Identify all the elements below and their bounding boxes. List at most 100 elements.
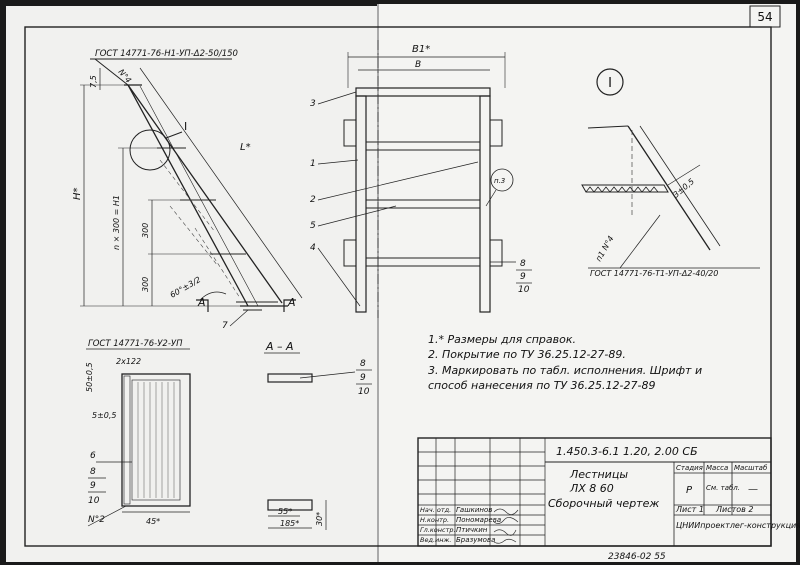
title-role-4: Вед.инж. xyxy=(420,536,451,544)
front-stack-9: 9 xyxy=(520,272,526,282)
detail-leader xyxy=(165,131,183,139)
section-stack-leader xyxy=(299,371,356,379)
detail-gost-arrow xyxy=(619,214,661,269)
title-name-3: Сборочный чертеж xyxy=(548,497,659,510)
side-stringer-inner xyxy=(139,85,259,307)
note-p3-bubble xyxy=(490,168,514,192)
title-person-2: Пономарева xyxy=(456,516,501,524)
paper-left xyxy=(6,6,378,562)
title-block-frame xyxy=(417,437,772,547)
dim-B1-label: B1* xyxy=(412,44,430,55)
pos4-leader xyxy=(317,247,361,307)
title-doc-code: 1.450.3-6.1 1.20, 2.00 СБ xyxy=(556,445,698,458)
section-profile-bottom xyxy=(267,499,313,511)
pos1-leader xyxy=(317,159,359,165)
drawing-frame xyxy=(24,26,772,547)
title-block: 1.450.3-6.1 1.20, 2.00 СБ Стадия Масса М… xyxy=(417,437,800,547)
note-1: 1.* Размеры для справок. xyxy=(428,333,576,346)
plan-inner xyxy=(131,379,181,501)
title-person-1: Гашкинов xyxy=(456,506,492,514)
front-bracket-bl xyxy=(343,239,357,267)
title-col-stage: Стадия xyxy=(676,464,703,472)
section-stack-9: 9 xyxy=(360,373,366,383)
dim-H-label: H* xyxy=(72,187,83,200)
section-view: A – A 8 9 10 55* 185* 30* xyxy=(264,340,372,530)
dim-n300-label: n × 300 = H1 xyxy=(112,195,121,250)
note-p3-label: п.3 xyxy=(494,177,505,185)
front-view: B1* B 3 1 2 5 4 п.3 8 xyxy=(310,40,532,318)
section-profile-top xyxy=(267,373,313,383)
dim-300b-label: 300 xyxy=(141,277,150,292)
detail-tread xyxy=(581,184,669,193)
detail-title-circle xyxy=(596,68,624,96)
title-person-4: Бразумова xyxy=(456,536,495,544)
title-rev-grid xyxy=(418,438,546,546)
title-name-1: Лестницы xyxy=(569,468,628,481)
plan-view: ГОСТ 14771-76-У2-УП 2x122 50±0,5 5±0,5 6… xyxy=(85,339,191,527)
front-tread-1 xyxy=(365,141,481,151)
pos5-label: 5 xyxy=(310,221,316,231)
detail-dim3-line xyxy=(667,164,701,186)
side-hidden-lines xyxy=(159,159,241,299)
plan-dim-5: 5±0,5 xyxy=(92,411,117,420)
signature-scribbles xyxy=(493,508,519,544)
title-sheets: Листов 2 xyxy=(715,505,754,514)
section-dim55-label: 55* xyxy=(278,507,292,516)
dim-300a-label: 300 xyxy=(141,223,150,238)
note-p3-leader xyxy=(485,189,497,207)
section-mark-left xyxy=(196,299,209,312)
detail-teeth xyxy=(585,186,659,193)
detail-circle-label: I xyxy=(184,120,187,133)
plan-ribs xyxy=(137,382,175,498)
title-role-1: Нач. отд. xyxy=(420,506,451,514)
paper-right xyxy=(378,4,796,562)
note-3: 3. Маркировать по табл. исполнения. Шриф… xyxy=(428,364,702,377)
note-4: способ нанесения по ТУ 36.25.12-27-89 xyxy=(428,379,655,392)
section-stack-10: 10 xyxy=(358,387,370,397)
page-number: 54 xyxy=(757,10,772,24)
plan-outline xyxy=(121,373,191,507)
detail-stringer-b xyxy=(639,125,721,247)
title-col-scale: Масштаб xyxy=(734,464,768,472)
plan-dim45-label: 45* xyxy=(146,517,160,526)
angle-arc xyxy=(199,291,227,301)
pos4-label: 4 xyxy=(310,243,316,253)
pos2-leader xyxy=(317,161,479,201)
plan-pos6-label: 6 xyxy=(90,451,96,461)
plan-dim-50: 50±0,5 xyxy=(85,362,94,392)
dim-L-line xyxy=(139,67,303,299)
plan-stack-9: 9 xyxy=(90,481,96,491)
title-mass-value: См. табл. xyxy=(706,484,740,492)
detail-title-label: I xyxy=(608,76,612,91)
page-number-box xyxy=(749,5,781,28)
title-stage-value: Р xyxy=(686,485,693,496)
front-tread-3 xyxy=(365,257,481,267)
section-mark-left-label: A xyxy=(197,296,206,309)
front-bracket-tl xyxy=(343,119,357,147)
pos3-label: 3 xyxy=(310,99,316,109)
pos2-label: 2 xyxy=(310,195,316,205)
plan-edge-left xyxy=(123,375,131,505)
front-stack-8: 8 xyxy=(520,259,526,269)
plan-stack-8: 8 xyxy=(90,467,96,477)
side-view: ГОСТ 14771-76-Н1-УП-Δ2-50/150 N°4 I L* H… xyxy=(72,49,303,331)
title-organization: ЦНИИпроектлег-конструкция xyxy=(676,521,800,530)
plan-weld-number: N°2 xyxy=(88,515,105,525)
plan-weld-leader xyxy=(87,505,127,527)
side-gost-label: ГОСТ 14771-76-Н1-УП-Δ2-50/150 xyxy=(95,49,238,59)
side-gost-arrow xyxy=(94,58,129,86)
section-dim30-label: 30* xyxy=(315,512,324,526)
dim-B-label: B xyxy=(415,60,421,70)
notes-block: 1.* Размеры для справок. 2. Покрытие по … xyxy=(428,333,702,392)
section-dim185-label: 185* xyxy=(280,519,299,528)
section-stack-8: 8 xyxy=(360,359,366,369)
pos1-label: 1 xyxy=(310,159,316,169)
section-mark-right-label: A xyxy=(287,296,296,309)
front-stack-10: 10 xyxy=(518,285,530,295)
dim-75-label: 7,5 xyxy=(89,75,98,88)
pos7-label: 7 xyxy=(222,321,228,331)
title-scale-value: — xyxy=(748,484,758,495)
title-right-grid xyxy=(673,462,771,546)
plan-stack-10: 10 xyxy=(88,496,100,506)
